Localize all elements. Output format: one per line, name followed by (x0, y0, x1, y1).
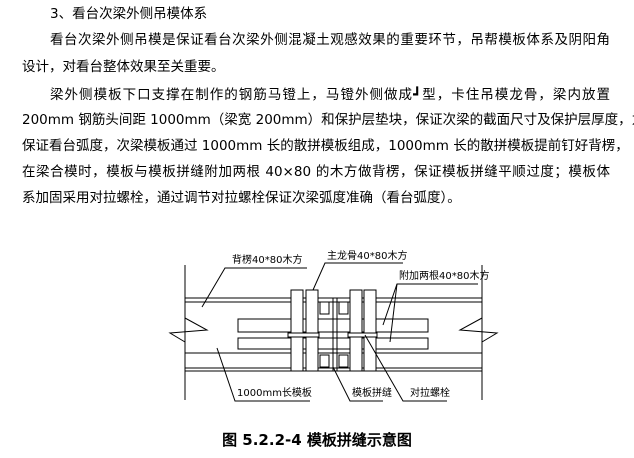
tie-bolt-left (287, 332, 320, 338)
main-keel-studs (290, 289, 377, 372)
label-main-keel: 主龙骨40*80木方 (327, 249, 407, 262)
label-seam: 模板拼缝 (352, 386, 392, 399)
label-tie-bolt: 对拉螺栓 (410, 386, 450, 399)
paragraph-line: 200mm 钢筋头间距 1000mm（梁宽 200mm）和保护层垫块，保证次梁的… (22, 112, 634, 128)
section-heading: 3、看台次梁外侧吊模体系 (50, 6, 208, 22)
leader-lines (201, 262, 478, 402)
paragraph-line: 设计，对看台整体效果至关重要。 (22, 59, 225, 75)
paragraph-line: 梁外侧模板下口支撑在制作的钢筋马镫上，马镫外侧做成┛型，卡住吊模龙骨，梁内放置 (50, 87, 610, 103)
paragraph-line: 保证看台弧度，次梁模板通过 1000mm 长的散拼模板组成，1000mm 长的散… (22, 138, 629, 154)
break-right (458, 317, 499, 343)
label-extra-timber: 附加两根40*80木方 (399, 269, 489, 282)
paragraph-line: 看台次梁外侧吊模是保证看台次梁外侧混凝土观感效果的重要环节，吊帮模板体系及阴阳角 (50, 32, 610, 48)
tie-bolt-right (347, 332, 378, 338)
label-formwork: 1000mm长模板 (237, 386, 312, 399)
paragraph-line: 系加固采用对拉螺栓，通过调节对拉螺栓保证次梁弧度准确（看台弧度）。 (22, 190, 461, 206)
label-back-ridge: 背楞40*80木方 (232, 253, 302, 266)
break-left (168, 317, 209, 343)
figure-caption: 图 5.2.2-4 模板拼缝示意图 (222, 431, 412, 449)
paragraph-line: 在梁合模时，模板与模板拼缝附加两根 40×80 的木方做背楞，保证模板拼缝平顺过… (22, 164, 610, 180)
